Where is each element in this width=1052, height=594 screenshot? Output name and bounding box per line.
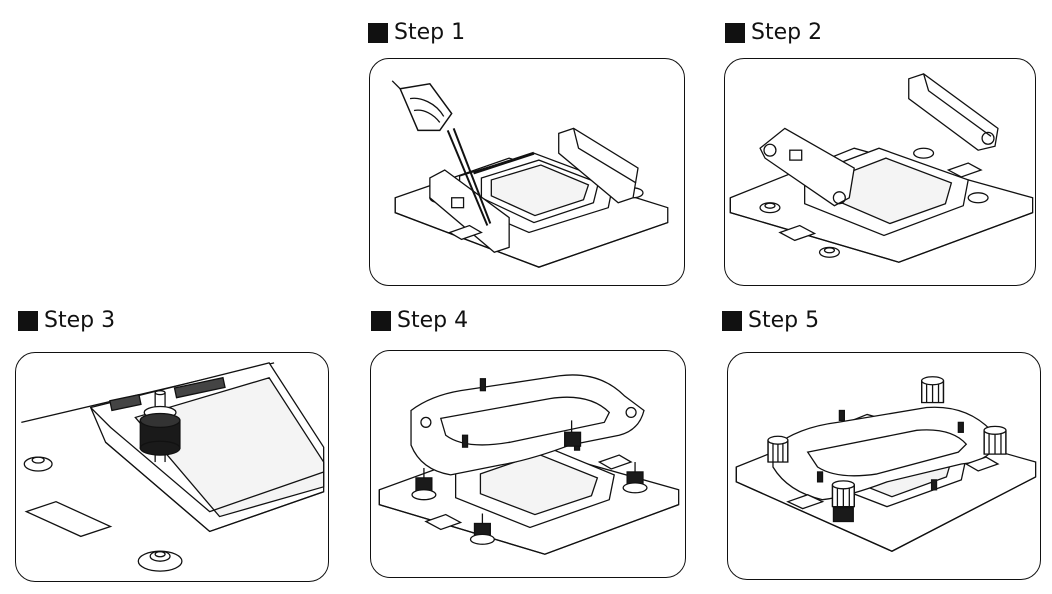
step-1-illustration bbox=[369, 58, 685, 286]
step-1-label: Step 1 bbox=[394, 20, 466, 45]
step-bullet-icon bbox=[18, 310, 38, 331]
thumbnut bbox=[564, 420, 582, 447]
step-bullet-icon bbox=[725, 22, 745, 43]
step-5-label: Step 5 bbox=[748, 308, 820, 333]
step-2-illustration bbox=[724, 58, 1036, 286]
step-5-heading: Step 5 bbox=[722, 308, 819, 333]
step-2-heading: Step 2 bbox=[725, 20, 822, 45]
step-2-label: Step 2 bbox=[751, 20, 823, 45]
step-5-illustration bbox=[727, 352, 1041, 580]
step-3-heading: Step 3 bbox=[18, 308, 115, 333]
step-bullet-icon bbox=[722, 310, 742, 331]
step-1-heading: Step 1 bbox=[368, 20, 465, 45]
step-bullet-icon bbox=[368, 22, 388, 43]
step-4-label: Step 4 bbox=[397, 308, 469, 333]
step-bullet-icon bbox=[371, 310, 391, 331]
step-4-illustration bbox=[370, 350, 686, 578]
step-3-illustration bbox=[15, 352, 329, 582]
step-3-label: Step 3 bbox=[44, 308, 116, 333]
step-4-heading: Step 4 bbox=[371, 308, 468, 333]
